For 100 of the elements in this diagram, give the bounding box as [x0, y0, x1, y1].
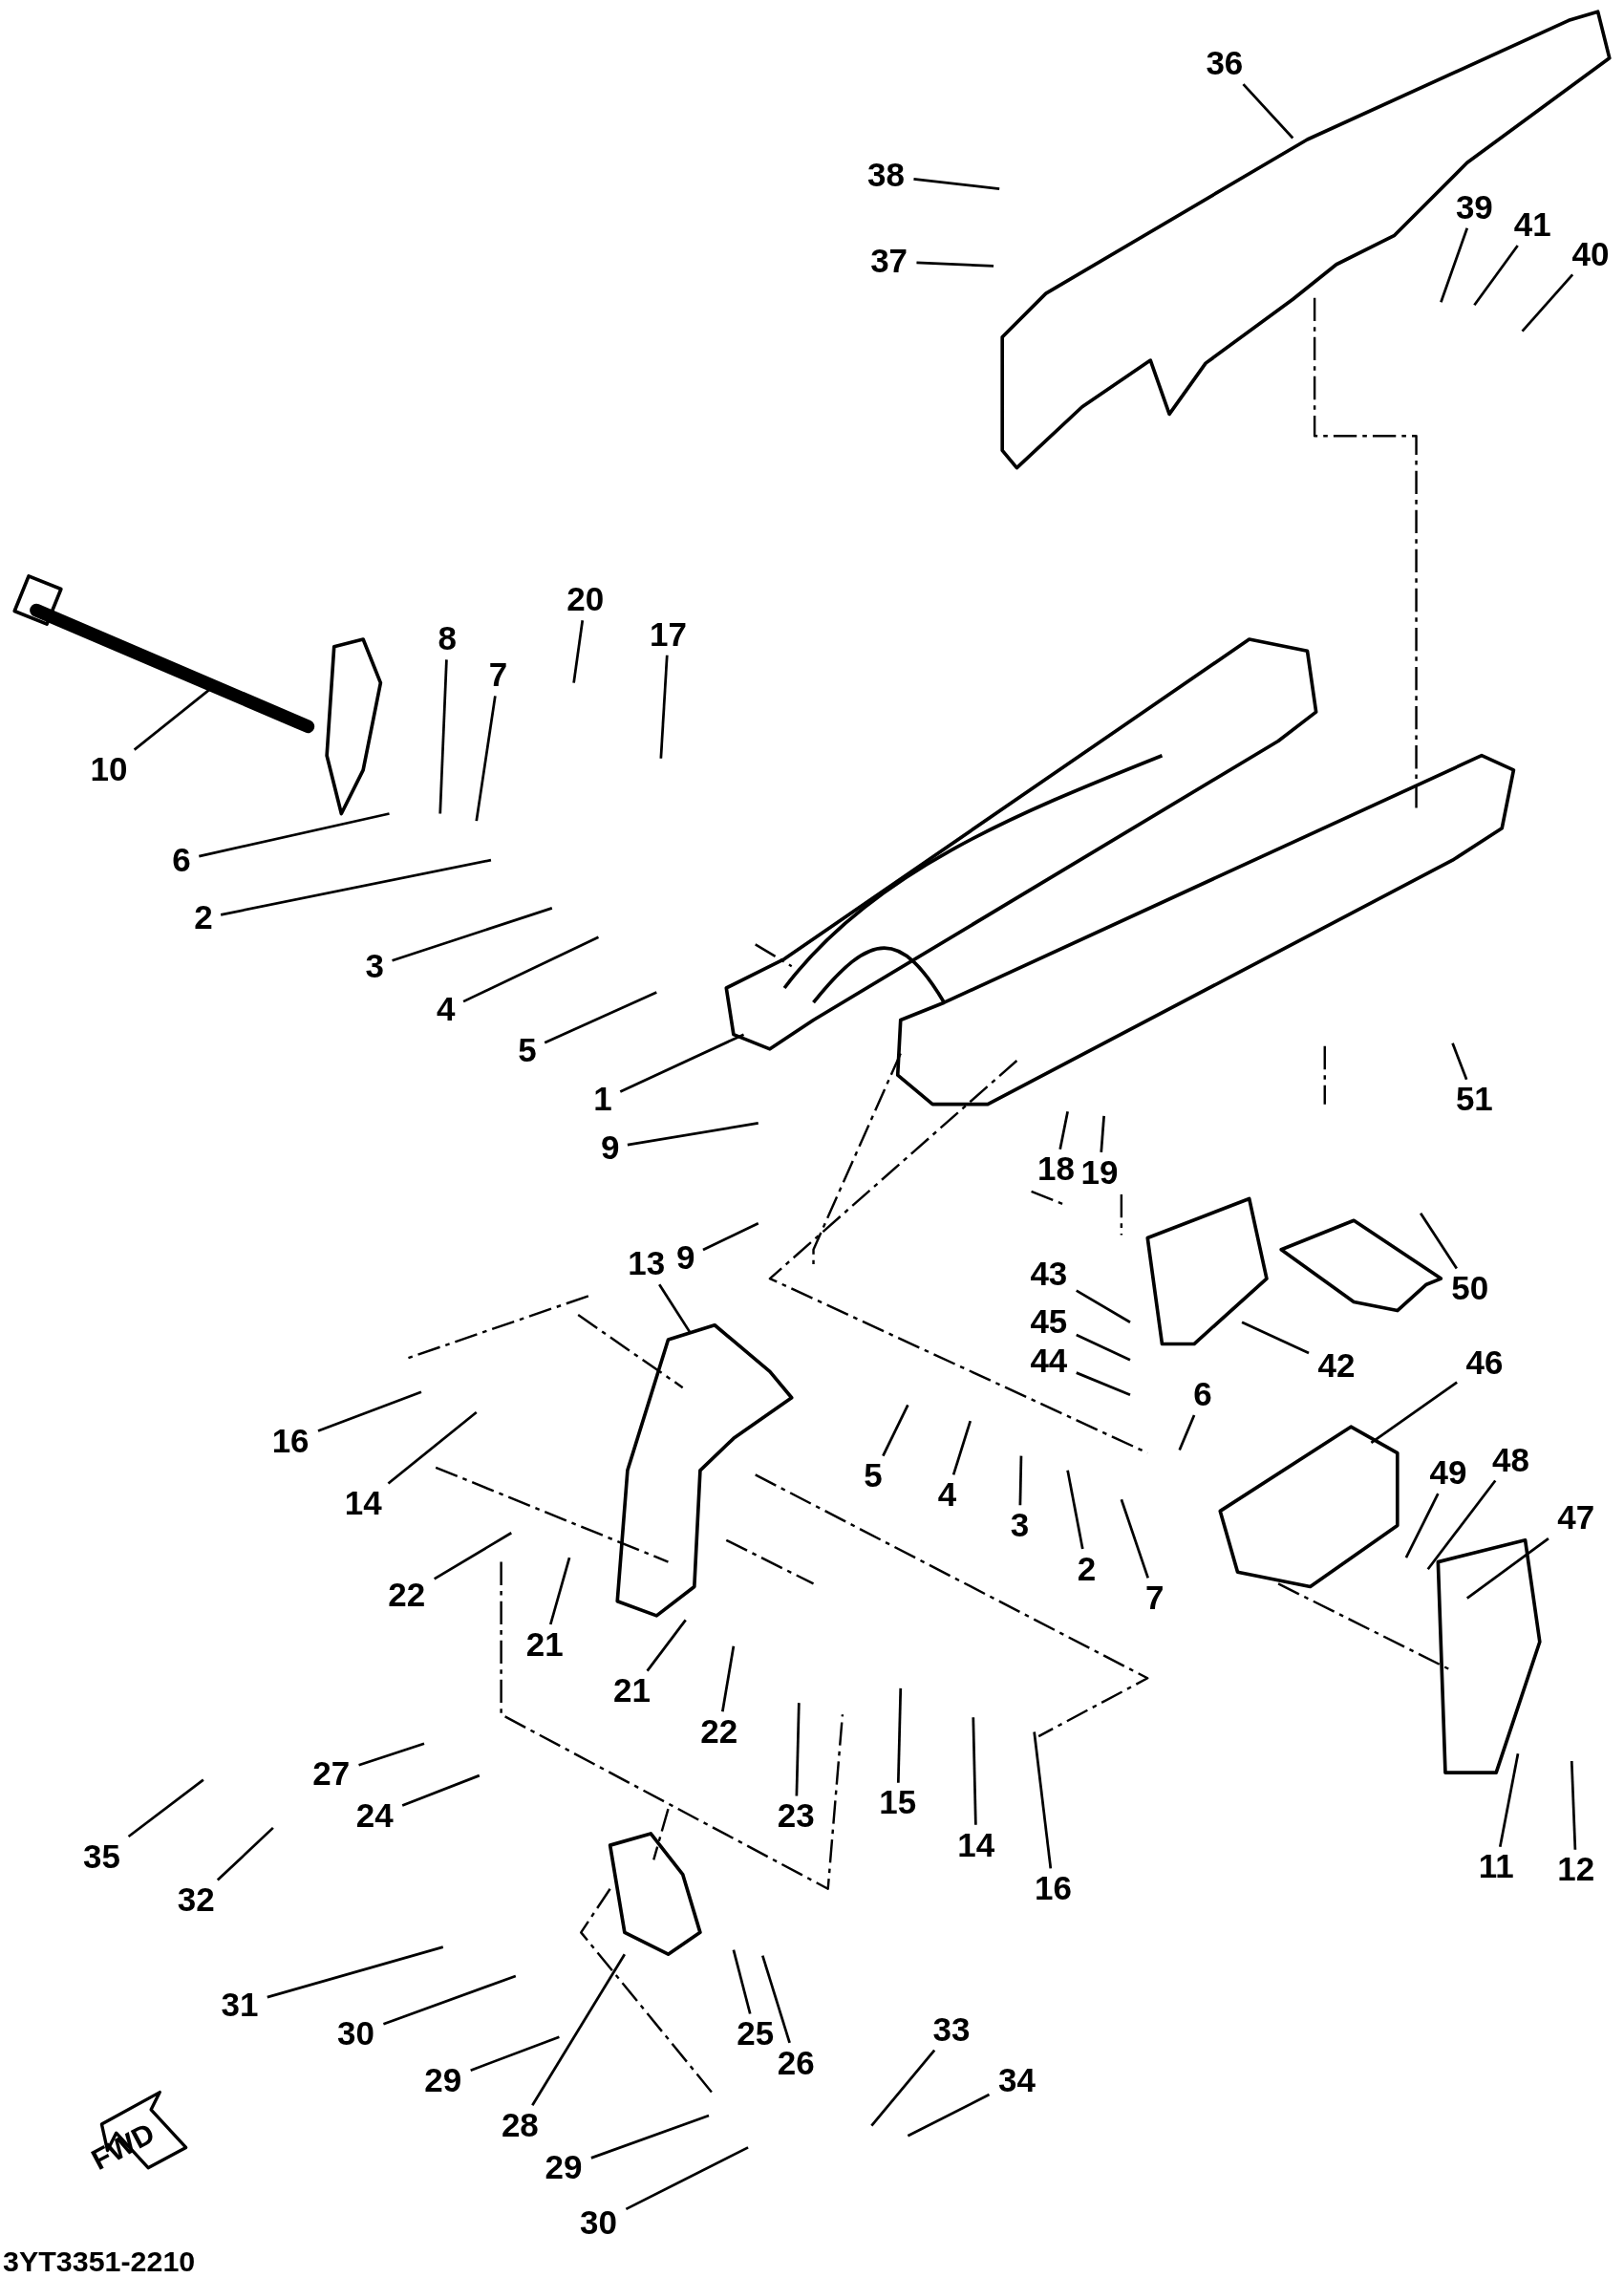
leader-line	[702, 1222, 759, 1252]
leader-line	[216, 1826, 274, 1881]
callout-number: 4	[937, 1478, 957, 1513]
callout-number: 12	[1557, 1853, 1595, 1887]
leader-line	[433, 1532, 512, 1580]
callout-number: 5	[864, 1459, 883, 1494]
callout-number: 28	[501, 2109, 539, 2143]
callout-number: 40	[1571, 237, 1610, 271]
callout-number: 11	[1478, 1850, 1514, 1884]
leader-line	[590, 2114, 710, 2160]
leader-line	[625, 2146, 749, 2211]
leader-line	[1419, 1212, 1458, 1270]
callout-number: 15	[879, 1786, 917, 1820]
callout-number: 46	[1465, 1345, 1504, 1380]
leader-line	[1076, 1289, 1131, 1323]
callout-number: 21	[613, 1674, 651, 1708]
leader-line	[401, 1773, 481, 1807]
leader-line	[1033, 1731, 1053, 1869]
callout-number: 26	[777, 2046, 815, 2080]
leader-line	[1521, 273, 1574, 333]
leader-line	[1426, 1479, 1497, 1571]
leader-line	[627, 1122, 759, 1147]
callout-number: 16	[271, 1424, 310, 1458]
leader-line	[267, 1945, 444, 1999]
leader-line	[795, 1703, 801, 1796]
leader-line	[1370, 1381, 1458, 1445]
diagram-code: 3YT3351-2210	[3, 2245, 196, 2278]
leader-line	[544, 991, 657, 1044]
callout-number: 5	[518, 1033, 537, 1067]
callout-number: 50	[1451, 1272, 1489, 1306]
leader-line	[475, 696, 497, 822]
callout-number: 38	[867, 159, 905, 193]
leader-line	[1076, 1371, 1131, 1396]
leader-line	[1451, 1042, 1468, 1081]
callout-number: 30	[337, 2017, 374, 2052]
callout-number: 8	[438, 622, 458, 656]
leader-line	[317, 1390, 422, 1432]
leader-line	[470, 2035, 560, 2072]
callout-number: 41	[1513, 208, 1551, 243]
direction-label: FWD	[86, 2116, 160, 2178]
leader-line	[387, 1410, 478, 1485]
callout-number: 49	[1429, 1456, 1467, 1491]
callout-number: 6	[172, 843, 191, 877]
callout-number: 47	[1557, 1501, 1595, 1536]
leader-line	[438, 659, 448, 814]
callout-number: 14	[957, 1828, 995, 1862]
leader-line	[1100, 1115, 1105, 1152]
callout-number: 2	[194, 901, 213, 935]
leader-line	[882, 1404, 909, 1457]
callout-number: 21	[525, 1627, 564, 1662]
leader-line	[1242, 83, 1294, 140]
callout-number: 13	[628, 1247, 666, 1281]
leader-line	[1498, 1753, 1520, 1847]
leader-line	[1178, 1414, 1196, 1451]
leader-line	[913, 177, 1000, 191]
callout-number: 36	[1206, 47, 1244, 81]
callout-number: 4	[437, 993, 456, 1027]
callout-number: 9	[600, 1130, 620, 1165]
leader-line	[1058, 1110, 1069, 1150]
callout-number: 17	[650, 618, 687, 652]
callout-number: 27	[312, 1757, 351, 1792]
leader-line	[127, 1778, 204, 1838]
leader-line	[1018, 1455, 1023, 1506]
callout-number: 39	[1455, 190, 1493, 225]
leader-line	[1570, 1760, 1577, 1850]
leader-line	[1076, 1333, 1131, 1362]
callout-number: 44	[1030, 1344, 1068, 1379]
callout-number: 19	[1080, 1155, 1119, 1190]
callout-number: 7	[488, 658, 508, 693]
leader-line	[658, 1283, 692, 1334]
callout-number: 29	[424, 2063, 462, 2097]
leader-line	[572, 620, 585, 683]
leader-line	[382, 1974, 517, 2026]
callout-number: 48	[1491, 1443, 1529, 1477]
callout-number: 22	[700, 1715, 738, 1749]
leader-line	[1241, 1321, 1310, 1355]
callout-number: 25	[737, 2017, 775, 2052]
leader-line	[951, 1420, 972, 1475]
leader-line	[907, 2093, 991, 2138]
callout-number: 6	[1193, 1378, 1212, 1412]
leader-line	[1404, 1493, 1440, 1558]
leader-line	[896, 1687, 903, 1783]
leader-line	[1440, 227, 1469, 303]
leader-line	[720, 1645, 736, 1712]
callout-number: 20	[566, 583, 605, 617]
leader-line	[462, 935, 600, 1003]
leader-line	[220, 858, 492, 916]
leader-line	[1120, 1498, 1149, 1579]
callout-number: 2	[1077, 1552, 1097, 1586]
leader-line	[916, 261, 994, 268]
callout-number: 22	[388, 1579, 426, 1613]
leader-line	[646, 1619, 687, 1672]
leader-line	[1066, 1470, 1084, 1550]
callout-number: 29	[545, 2151, 583, 2185]
callout-number: 35	[83, 1839, 120, 1874]
leader-line	[659, 655, 669, 759]
callout-number: 42	[1317, 1348, 1356, 1383]
callout-number: 16	[1034, 1872, 1072, 1906]
callout-number: 43	[1030, 1257, 1068, 1292]
leader-line	[619, 1033, 745, 1093]
